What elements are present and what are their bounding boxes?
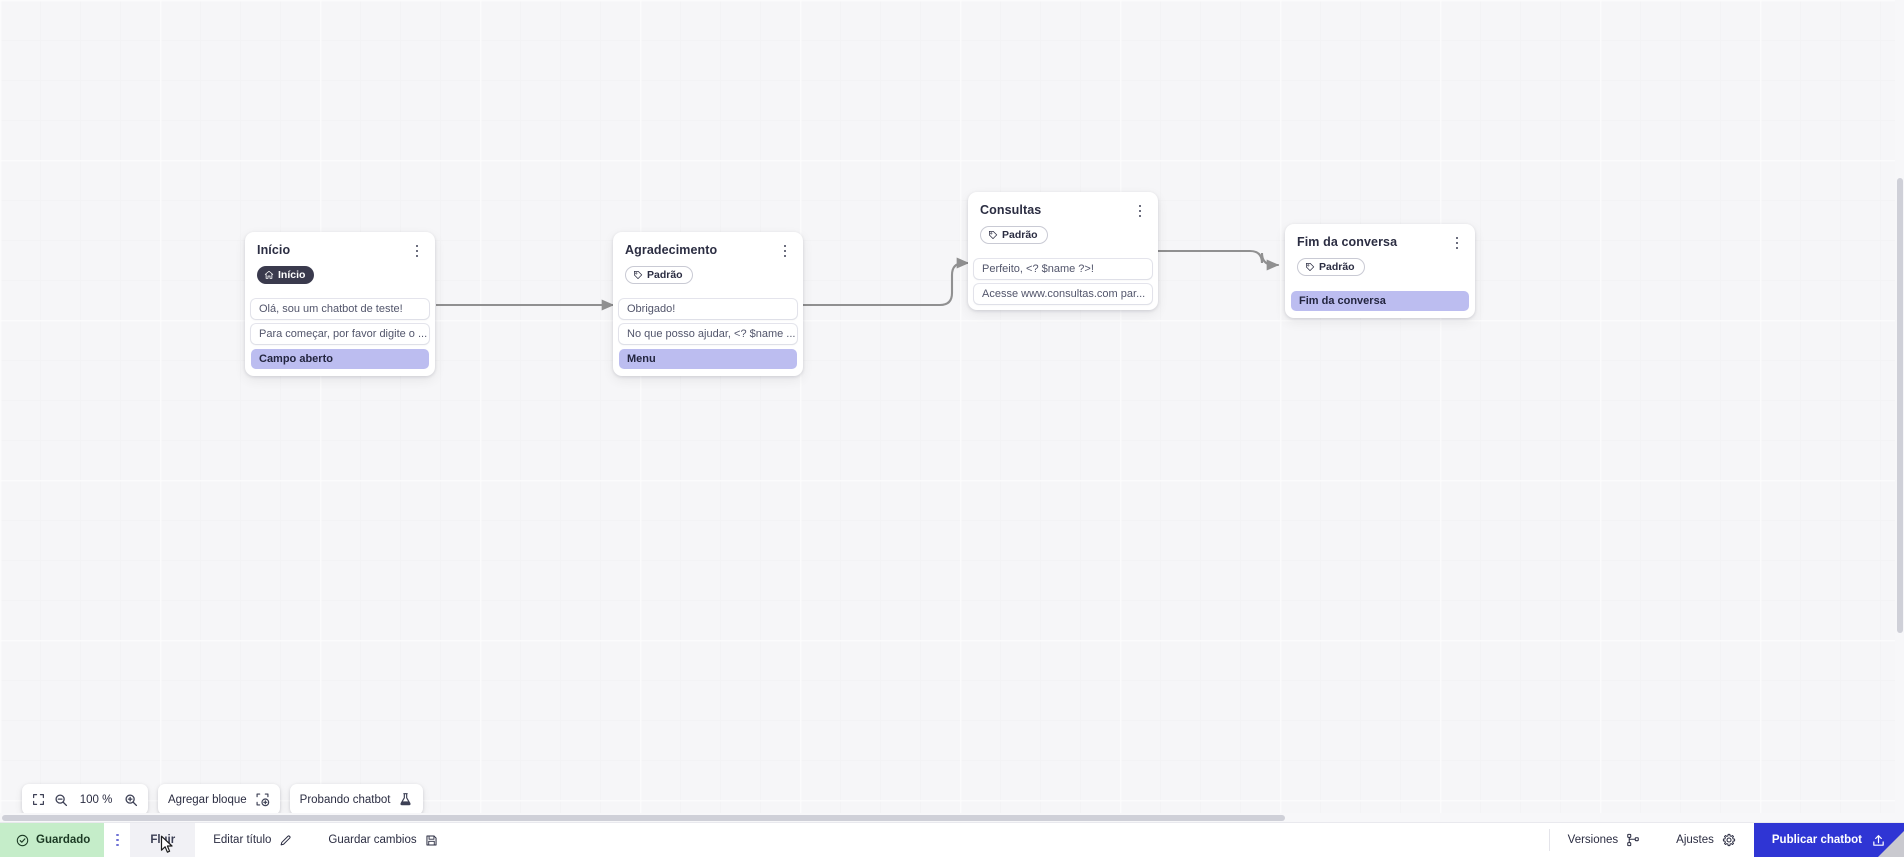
save-changes-button[interactable]: Guardar cambios <box>310 823 455 857</box>
node-badge-label: Padrão <box>1319 260 1355 273</box>
zoom-out-icon <box>55 793 68 806</box>
fit-screen-button[interactable] <box>32 793 45 806</box>
edit-title-button[interactable]: Editar título <box>195 823 310 857</box>
node-row[interactable]: Obrigado! <box>619 299 797 319</box>
node-badge-default[interactable]: Padrão <box>625 266 693 284</box>
node-row-accent[interactable]: Menu <box>619 349 797 369</box>
publish-chatbot-label: Publicar chatbot <box>1771 834 1862 846</box>
canvas-toolbar: 100 % Agregar bloque Probando chatbo <box>22 784 424 815</box>
node-badge-row: Padrão <box>1297 258 1463 277</box>
test-chatbot-label: Probando chatbot <box>299 793 391 806</box>
saved-status-label: Guardado <box>36 834 91 846</box>
check-circle-icon <box>16 834 29 846</box>
flow-canvas[interactable]: Início Início Olá, sou um chatbot de tes… <box>0 0 1904 822</box>
edge-agradecimento-consultas <box>801 257 970 307</box>
node-title: Agradecimento <box>625 243 718 257</box>
node-menu-button[interactable] <box>778 242 792 260</box>
versions-button[interactable]: Versiones <box>1550 823 1659 857</box>
bottom-bar-menu-button[interactable] <box>104 823 130 857</box>
edit-title-label: Editar título <box>213 834 272 846</box>
tag-icon <box>1306 263 1315 271</box>
test-chatbot-button[interactable]: Probando chatbot <box>289 784 424 815</box>
zoom-in-icon <box>125 793 138 806</box>
flow-node-inicio[interactable]: Início Início Olá, sou um chatbot de tes… <box>245 232 435 376</box>
node-title: Consultas <box>980 203 1042 217</box>
versions-label: Versiones <box>1567 834 1619 846</box>
node-body: Olá, sou um chatbot de teste! Para começ… <box>245 299 435 376</box>
saved-status-badge: Guardado <box>0 822 105 857</box>
node-header: Agradecimento Padrão <box>613 232 803 294</box>
add-block-label: Agregar bloque <box>168 793 247 806</box>
node-menu-button[interactable] <box>1133 202 1147 220</box>
node-header: Fim da conversa Padrão <box>1285 224 1475 286</box>
node-menu-button[interactable] <box>410 242 424 260</box>
flow-node-fim-da-conversa[interactable]: Fim da conversa Padrão Fim da conversa <box>1285 224 1475 318</box>
test-chatbot-icon-wrap[interactable] <box>398 792 413 807</box>
node-badge-row: Padrão <box>980 226 1146 245</box>
node-badge-label: Padrão <box>1002 228 1038 241</box>
node-body: Perfeito, <? $name ?>! Acesse www.consul… <box>968 259 1158 310</box>
node-row[interactable]: Acesse www.consultas.com par... <box>974 284 1152 304</box>
floppy-disk-icon <box>426 834 437 846</box>
edge-consultas-fim <box>1150 249 1280 271</box>
gear-icon <box>1722 833 1735 847</box>
zoom-in-button[interactable] <box>124 793 138 807</box>
zoom-level-label: 100 % <box>79 793 113 806</box>
node-badge-default[interactable]: Padrão <box>980 226 1048 244</box>
node-badge-label: Início <box>278 268 306 281</box>
bottom-status-bar: Guardado Fluir Editar título Guardar cam… <box>0 822 1904 857</box>
save-changes-label: Guardar cambios <box>328 834 417 846</box>
bottom-bar-divider <box>1548 829 1550 851</box>
settings-button[interactable]: Ajustes <box>1658 823 1754 857</box>
node-header: Início Início <box>245 232 435 294</box>
node-title: Fim da conversa <box>1297 235 1398 249</box>
settings-label: Ajustes <box>1676 834 1714 846</box>
node-row[interactable]: No que posso ajudar, <? $name ... <box>619 324 797 344</box>
node-badge-label: Padrão <box>647 268 683 281</box>
flask-icon <box>400 793 412 806</box>
node-badge-row: Início <box>257 266 423 285</box>
add-block-button[interactable]: Agregar bloque <box>158 784 280 815</box>
tag-icon <box>634 271 643 279</box>
node-header: Consultas Padrão <box>968 192 1158 254</box>
fit-screen-icon <box>33 794 44 805</box>
zoom-controls-group: 100 % <box>22 784 148 815</box>
node-row[interactable]: Olá, sou um chatbot de teste! <box>251 299 429 319</box>
node-row-accent[interactable]: Campo aberto <box>251 349 429 369</box>
window-resize-grip[interactable] <box>1878 831 1904 857</box>
node-row[interactable]: Perfeito, <? $name ?>! <box>974 259 1152 279</box>
node-body: Fim da conversa <box>1285 291 1475 318</box>
add-block-icon <box>256 793 269 807</box>
horizontal-scrollbar-thumb[interactable] <box>2 815 1285 821</box>
node-row[interactable]: Para começar, por favor digite o ... <box>251 324 429 344</box>
branch-icon <box>1627 833 1639 847</box>
node-badge-start[interactable]: Início <box>257 266 315 284</box>
add-block-icon-wrap[interactable] <box>255 792 270 807</box>
node-badge-default[interactable]: Padrão <box>1297 258 1365 276</box>
zoom-out-button[interactable] <box>54 793 68 807</box>
horizontal-scrollbar[interactable] <box>0 813 1904 822</box>
pencil-icon <box>281 834 292 845</box>
vertical-scrollbar-thumb[interactable] <box>1897 178 1903 633</box>
vertical-scrollbar[interactable] <box>1895 0 1904 813</box>
node-menu-button[interactable] <box>1450 234 1464 252</box>
tag-icon <box>989 231 998 239</box>
edge-layer <box>436 249 1280 311</box>
node-title: Início <box>257 243 291 257</box>
mouse-cursor <box>160 835 173 853</box>
node-body: Obrigado! No que posso ajudar, <? $name … <box>613 299 803 376</box>
node-row-accent[interactable]: Fim da conversa <box>1291 291 1469 311</box>
flow-node-consultas[interactable]: Consultas Padrão Perfeito, <? $name ?>! … <box>968 192 1158 310</box>
flow-node-agradecimento[interactable]: Agradecimento Padrão Obrigado! No que po… <box>613 232 803 376</box>
node-badge-row: Padrão <box>625 266 791 285</box>
home-icon <box>264 270 274 279</box>
